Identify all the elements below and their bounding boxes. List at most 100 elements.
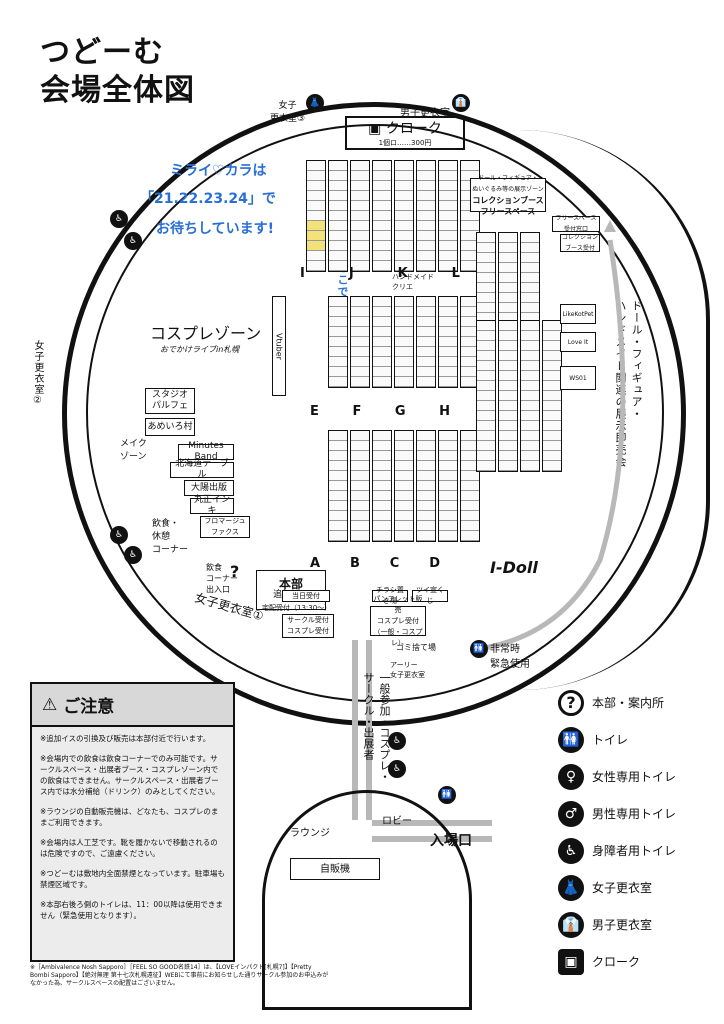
booth-cell — [543, 341, 561, 351]
booth-cell — [521, 341, 539, 351]
legend-label: トイレ — [592, 733, 629, 747]
booth-cell — [461, 367, 479, 377]
booth-cell — [521, 233, 539, 243]
booth-cell — [543, 401, 561, 411]
taiyo-booth: 大陽出版 — [184, 480, 234, 496]
booth-cell — [461, 221, 479, 231]
booth-cell — [499, 391, 517, 401]
booth-cell — [439, 471, 457, 481]
booth-cell — [439, 481, 457, 491]
booth-cell — [521, 273, 539, 283]
row-letter: J — [348, 266, 354, 281]
booth-column — [350, 430, 370, 542]
booth-cell — [417, 347, 435, 357]
booth-cell — [351, 511, 369, 521]
booth-cell — [329, 191, 347, 201]
notice-header: ⚠ ご注意 — [32, 684, 233, 727]
booth-cell — [417, 251, 435, 261]
booth-cell — [373, 481, 391, 491]
booth-cell — [373, 307, 391, 317]
booth-column — [372, 160, 392, 272]
booth-cell — [373, 211, 391, 221]
booth-cell — [499, 283, 517, 293]
booth-cell — [351, 201, 369, 211]
row-letters-bottom: A B C D — [310, 556, 440, 571]
booth-cell — [461, 521, 479, 531]
booth-cell — [499, 351, 517, 361]
row-letter: D — [429, 556, 440, 571]
booth-cell — [395, 451, 413, 461]
notice-item: ※本部右後ろ側のトイレは、11：00以降は使用できません（緊急使用となります）。 — [40, 900, 223, 920]
row-letter: H — [439, 404, 450, 419]
booth-cell — [499, 263, 517, 273]
booth-cell — [461, 297, 479, 307]
booth-cell — [307, 181, 325, 191]
free-space-reception: フリースペース 受付窓口 — [552, 215, 600, 233]
booth-cell — [461, 347, 479, 357]
row-letter: G — [394, 404, 406, 419]
notice-list: ※追加イスの引換及び販売は本部付近で行います。 ※会場内での飲食は飲食コーナーで… — [32, 727, 233, 921]
booth-cell — [461, 451, 479, 461]
booth-cell — [461, 251, 479, 261]
booth-cell — [417, 367, 435, 377]
food-corner-exit: 飲食 コーナー 出入口 — [206, 563, 238, 594]
booth-cell — [395, 221, 413, 231]
booth-cell — [521, 263, 539, 273]
booth-column — [476, 320, 496, 472]
cloak-label: クローク — [385, 121, 442, 137]
booth-cell — [543, 441, 561, 451]
booth-column — [328, 160, 348, 272]
circle-reception: サークル受付 コスプレ受付 — [282, 614, 334, 638]
booth-cell — [329, 307, 347, 317]
booth-cell — [373, 251, 391, 261]
booth-cell — [373, 201, 391, 211]
booth-cell — [373, 241, 391, 251]
booth-cell — [461, 441, 479, 451]
vertical-booth-strip: Vtuber — [272, 296, 286, 396]
booth-cell — [499, 233, 517, 243]
garbage-area: ゴミ捨て場 — [396, 643, 436, 652]
booth-column — [350, 160, 370, 272]
legend-row: ▣クローク — [558, 943, 708, 980]
booth-cell — [439, 521, 457, 531]
booth-cell — [351, 377, 369, 387]
booth-cell — [373, 231, 391, 241]
booth-cell — [395, 201, 413, 211]
booth-cell — [461, 481, 479, 491]
booth-cell — [307, 261, 325, 271]
booth-cell — [461, 357, 479, 367]
booth-cell — [477, 303, 495, 313]
booth-cell — [543, 381, 561, 391]
booth-cell — [373, 377, 391, 387]
booth-cell — [329, 511, 347, 521]
booth-cell — [417, 191, 435, 201]
legend-label: 女子更衣室 — [592, 881, 653, 895]
booth-cell — [351, 451, 369, 461]
booth-cell — [395, 211, 413, 221]
booth-cell — [499, 303, 517, 313]
booth-cell — [395, 337, 413, 347]
booth-cell — [477, 401, 495, 411]
booth-cell — [329, 461, 347, 471]
booth-cell — [439, 261, 457, 271]
booth-cell — [439, 377, 457, 387]
booth-cell — [499, 421, 517, 431]
booth-cell — [543, 431, 561, 441]
booth-cell — [499, 461, 517, 471]
booth-cell — [307, 161, 325, 171]
booth-cell — [373, 367, 391, 377]
booth-cell — [439, 367, 457, 377]
booth-cell — [477, 283, 495, 293]
booth-cell — [461, 337, 479, 347]
booth-cell — [351, 261, 369, 271]
booth-column — [306, 160, 326, 272]
booth-cell — [373, 357, 391, 367]
lobby-label: ロビー — [382, 816, 412, 827]
lounge-label: ラウンジ — [290, 828, 330, 839]
booth-column — [416, 296, 436, 388]
booth-cell — [307, 251, 325, 261]
booth-cell — [477, 381, 495, 391]
booth-cell — [395, 521, 413, 531]
booth-cell — [373, 221, 391, 231]
